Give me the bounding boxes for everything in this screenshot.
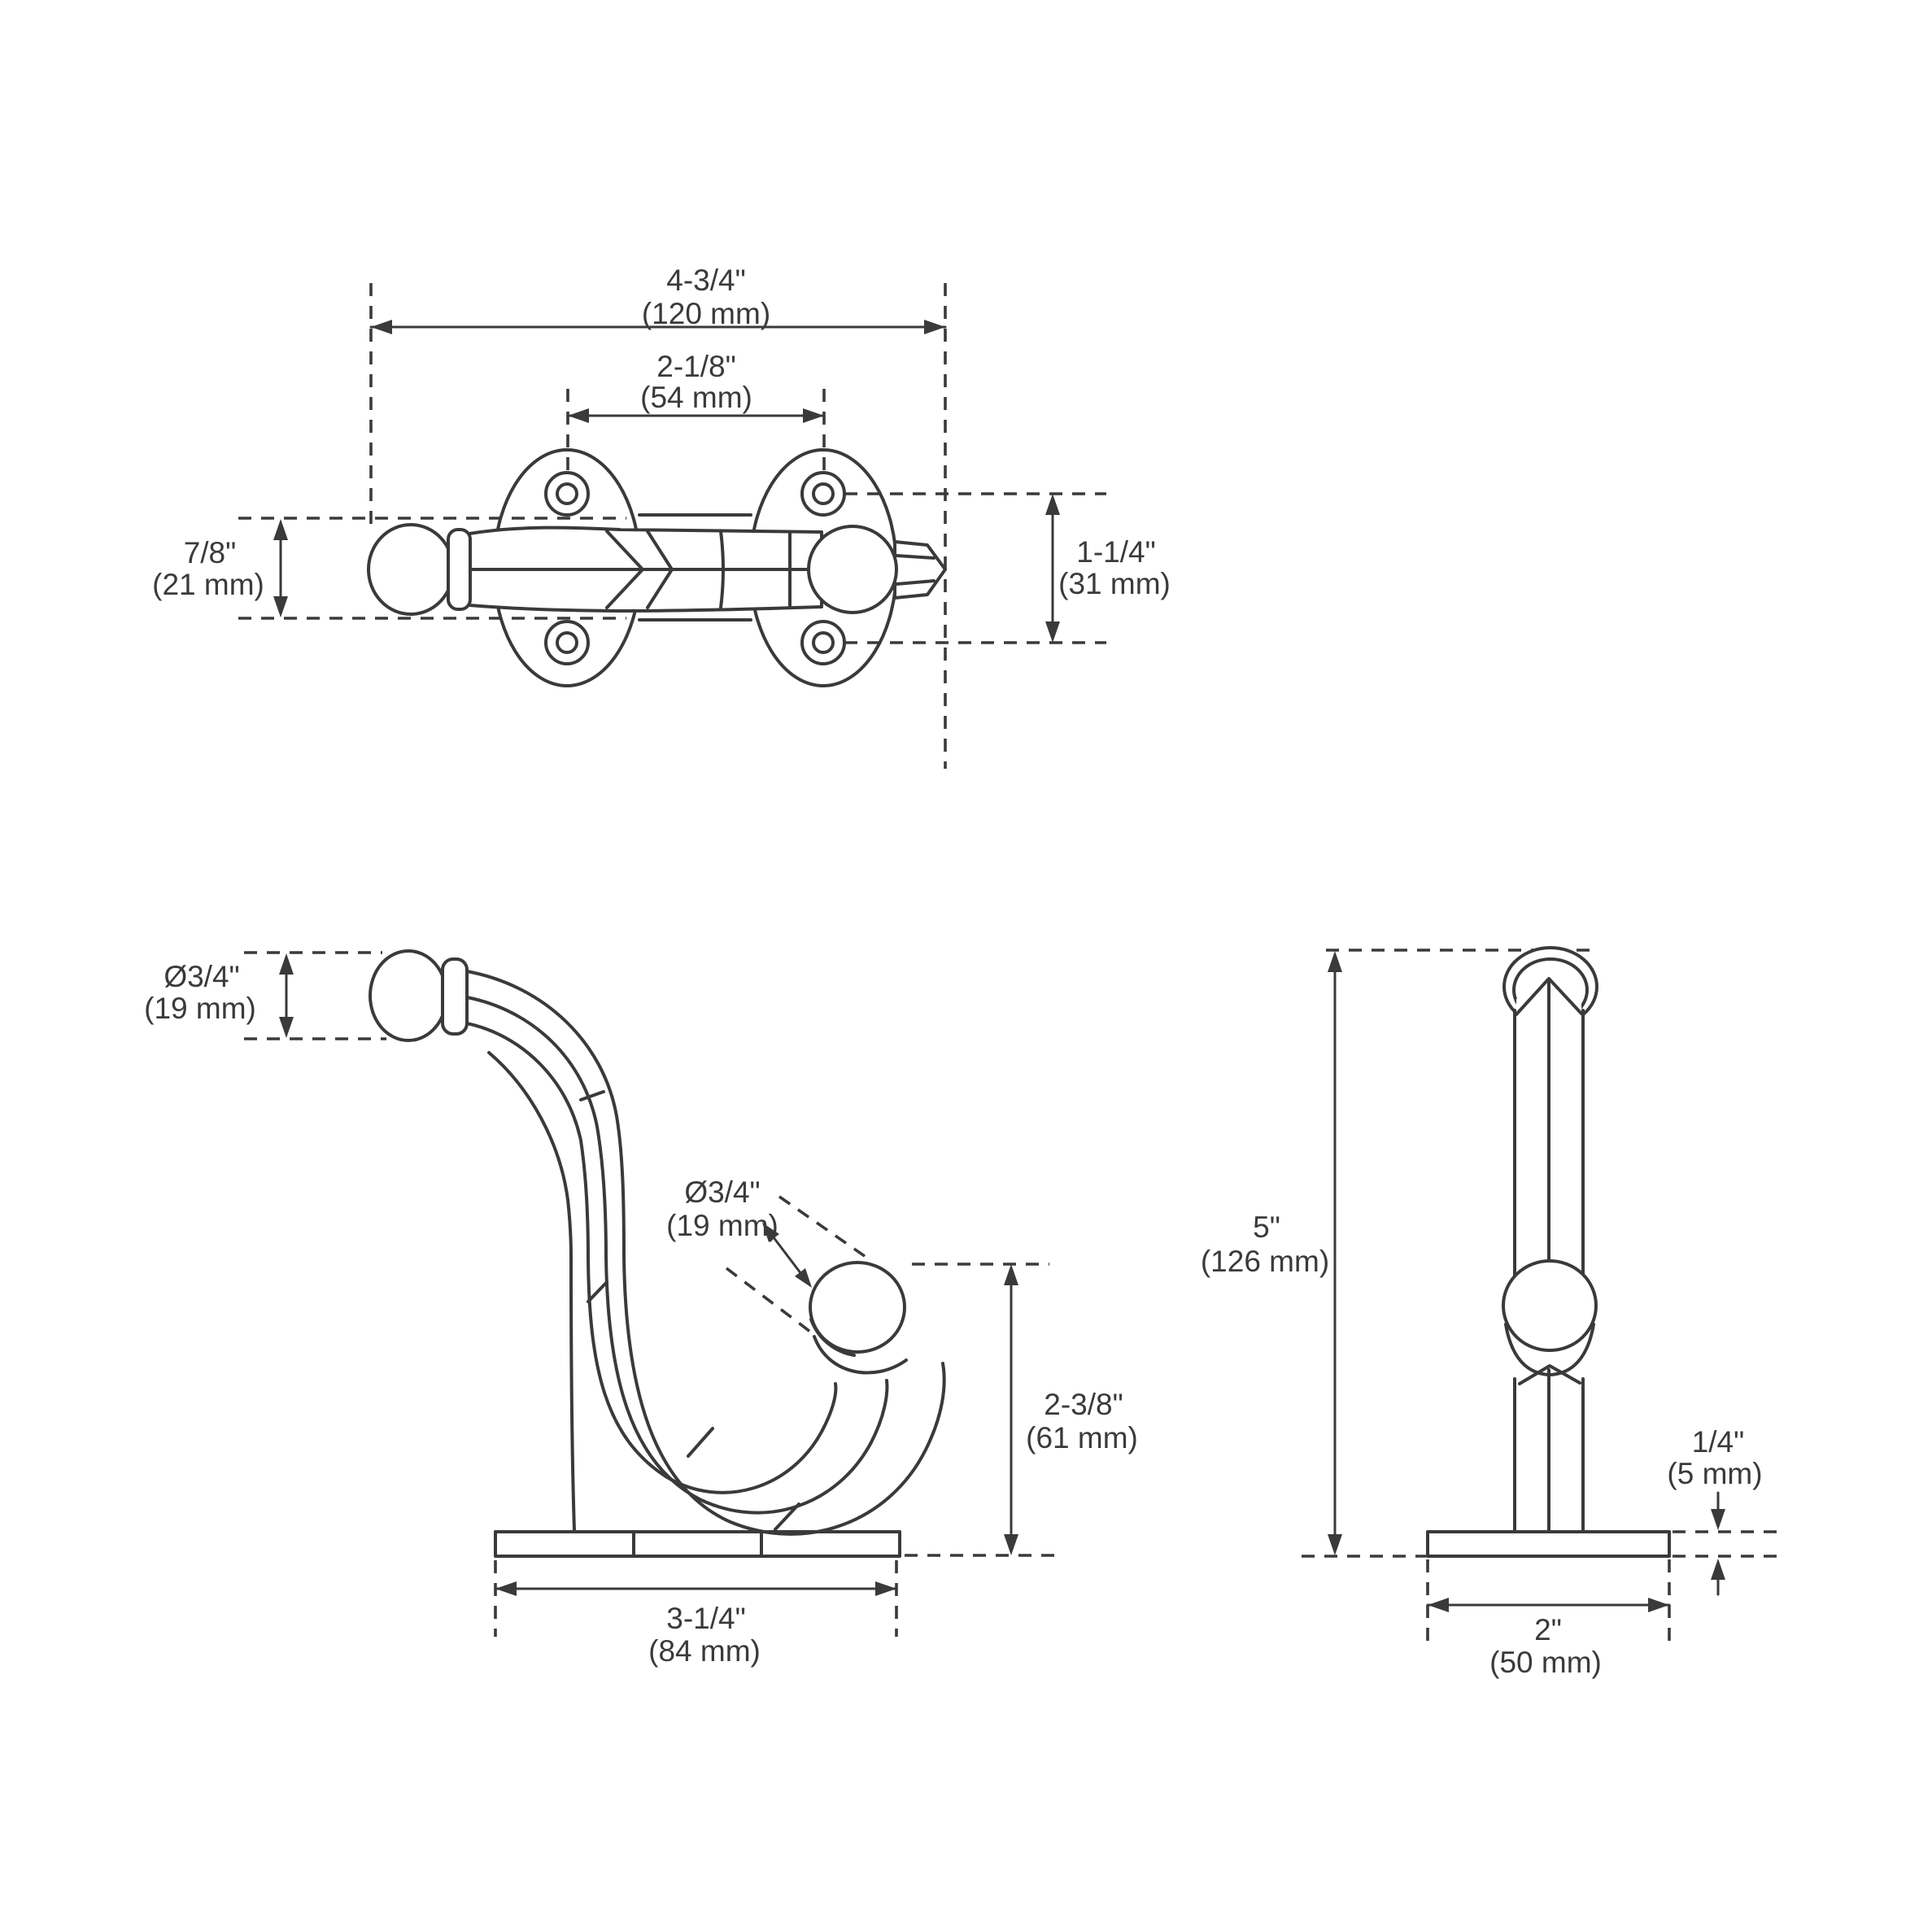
- arrowhead: [1328, 951, 1342, 972]
- dim-hook-ball-diameter-in: Ø3/4": [684, 1175, 760, 1209]
- side-finial-collar: [441, 957, 469, 1036]
- hook-curve-back: [569, 1255, 576, 1532]
- arrowhead: [1328, 1534, 1342, 1555]
- left-finial-collar: [447, 528, 472, 611]
- front-view: 5" (126 mm) 1/4" (5 mm) 2" (50 mm): [1201, 946, 1782, 1679]
- hex-facet-lines: [895, 554, 935, 586]
- dim-overall-height-in: 5": [1253, 1210, 1280, 1244]
- bar-seams: [719, 530, 792, 609]
- bar-chevron-seams: [605, 530, 674, 609]
- dim-base-thickness-mm: (5 mm): [1667, 1457, 1762, 1490]
- arm-contour-2: [465, 996, 608, 1258]
- front-mid-ball: [1502, 1259, 1598, 1352]
- dim-knob-height-in: 7/8": [184, 536, 237, 569]
- arrowhead: [279, 1017, 294, 1038]
- arrowhead: [273, 519, 288, 540]
- arrowhead: [1428, 1598, 1449, 1612]
- right-knob-ball: [807, 525, 898, 614]
- side-base-plate: [494, 1530, 901, 1558]
- dim-base-width-in: 2": [1534, 1613, 1562, 1646]
- arrowhead: [1045, 494, 1060, 515]
- dim-line-hook-ball-diameter: [766, 1228, 808, 1282]
- hook-ball: [809, 1261, 906, 1354]
- dim-hook-height-in: 2-3/8": [1044, 1388, 1123, 1421]
- screw-holes: [544, 471, 846, 665]
- dim-screw-spacing-mm: (54 mm): [640, 381, 752, 414]
- arrowhead: [875, 1581, 896, 1596]
- dim-base-length-in: 3-1/4": [666, 1602, 745, 1635]
- arrowhead: [279, 953, 294, 975]
- shaft-upper-lines: [1513, 981, 1585, 1279]
- ext-line-hook-ball-upper: [778, 1195, 870, 1260]
- arrowhead: [568, 408, 589, 423]
- ext-line-hook-ball-lower: [725, 1267, 812, 1333]
- shaft-mid-chevron: [1518, 1364, 1581, 1385]
- arrowhead: [1648, 1598, 1669, 1612]
- front-base-plate: [1426, 1530, 1671, 1558]
- arrowhead: [1045, 621, 1060, 643]
- arrowhead: [795, 1268, 812, 1288]
- plate-web-edges: [638, 513, 752, 621]
- arrowhead: [924, 320, 945, 334]
- dim-base-width-mm: (50 mm): [1489, 1646, 1602, 1679]
- arm-contour-4: [487, 1051, 573, 1258]
- hook-curve-outer: [622, 1255, 946, 1536]
- arrowhead: [803, 408, 824, 423]
- dim-base-thickness-in: 1/4": [1692, 1425, 1745, 1459]
- arrowhead: [1711, 1509, 1725, 1530]
- side-finial-ball: [369, 949, 448, 1042]
- left-finial-ball: [367, 523, 455, 616]
- arm-contour-1: [465, 970, 626, 1258]
- arrowhead: [273, 596, 288, 617]
- dim-overall-width-in: 4-3/4": [666, 264, 745, 297]
- arrowhead: [1004, 1534, 1018, 1555]
- arrowhead: [762, 1223, 779, 1242]
- dim-base-length-mm: (84 mm): [648, 1634, 761, 1668]
- hook-curve-mid: [604, 1255, 889, 1515]
- dim-finial-diameter-in: Ø3/4": [164, 960, 239, 993]
- dim-plate-hole-spacing-in: 1-1/4": [1076, 535, 1155, 569]
- arrowhead: [371, 320, 392, 334]
- side-view: Ø3/4" (19 mm) Ø3/4" (19 mm) 2-3/8" (61 m…: [144, 949, 1138, 1668]
- side-base-seams: [632, 1530, 763, 1558]
- dim-plate-hole-spacing-mm: (31 mm): [1058, 567, 1171, 600]
- dim-finial-diameter-mm: (19 mm): [144, 992, 256, 1025]
- hook-seams: [579, 1090, 800, 1531]
- arrowhead: [495, 1581, 517, 1596]
- dim-screw-spacing-in: 2-1/8": [656, 350, 735, 383]
- shaft-lower-lines: [1513, 1368, 1585, 1533]
- dim-overall-width-mm: (120 mm): [642, 297, 770, 330]
- dim-hook-ball-diameter-mm: (19 mm): [666, 1209, 778, 1242]
- arrowhead: [1004, 1264, 1018, 1285]
- arm-contour-3: [465, 1022, 590, 1258]
- top-view: 4-3/4" (120 mm) 2-1/8" (54 mm) 7/8" (21 …: [152, 264, 1171, 769]
- shaft-top-chevron: [1515, 977, 1583, 1016]
- dim-knob-height-mm: (21 mm): [152, 568, 264, 601]
- hex-tip: [893, 540, 947, 600]
- arrowhead: [1711, 1559, 1725, 1580]
- hook-curve-inner: [587, 1255, 838, 1494]
- dim-overall-height-mm: (126 mm): [1201, 1245, 1329, 1278]
- dim-hook-height-mm: (61 mm): [1026, 1421, 1138, 1454]
